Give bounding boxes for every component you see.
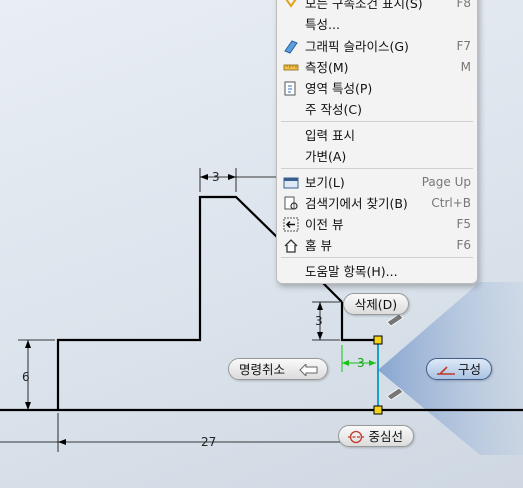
menu-item-measure[interactable]: 측정(M)M [277, 57, 477, 78]
menu-item-create-note[interactable]: 주 작성(C) [305, 102, 362, 117]
constraint-icon [285, 0, 297, 8]
menu-item-region-properties[interactable]: 영역 특성(P) [277, 78, 477, 99]
dim-right-step[interactable]: 3 [315, 314, 323, 328]
menu-separator [281, 168, 473, 169]
dimension-geometry [0, 168, 340, 452]
centerline-label: 중심선 [368, 429, 403, 444]
centerline-button[interactable]: 중심선 [338, 425, 414, 447]
dim-left-height[interactable]: 6 [22, 370, 30, 384]
view-icon [283, 177, 299, 189]
back-arrow-icon [299, 364, 318, 376]
cancel-label: 명령취소 [239, 362, 286, 377]
construction-icon [437, 366, 455, 375]
construction-button[interactable]: 구성 [426, 358, 492, 380]
menu-item-help-topics[interactable]: 도움말 항목(H)... [305, 264, 398, 279]
menu-item-show-all-constraints[interactable]: 모든 구속조건 표시(S)F8 [277, 0, 477, 14]
constraint-glyph-icon [386, 313, 404, 401]
construction-label: 구성 [457, 362, 481, 377]
menu-separator [281, 257, 473, 258]
dim-top-width[interactable]: 3 [212, 170, 220, 184]
menu-item-properties[interactable]: 특성... [305, 17, 340, 32]
context-menu: 모든 구속조건 표시(S)F8 특성... 그래픽 슬라이스(G)F7 측정(M… [276, 0, 478, 284]
centerline-icon [348, 430, 364, 444]
menu-item-view[interactable]: 보기(L)Page Up [277, 172, 477, 193]
menu-item-graphic-slice[interactable]: 그래픽 슬라이스(G)F7 [277, 36, 477, 57]
browser-find-icon [284, 196, 298, 210]
previous-view-icon [283, 217, 299, 232]
dim-bottom-length[interactable]: 27 [201, 435, 216, 449]
ruler-icon [283, 64, 299, 71]
sketch-point-top[interactable] [373, 335, 383, 345]
dim-green-width[interactable]: 3 [357, 356, 365, 370]
menu-separator [281, 121, 473, 122]
dimension-arrows [25, 174, 323, 445]
menu-item-find-in-browser[interactable]: 검색기에서 찾기(B)Ctrl+B [277, 193, 477, 214]
delete-button[interactable]: 삭제(D) [343, 293, 409, 315]
slice-icon [284, 40, 298, 54]
menu-item-adaptive[interactable]: 가변(A) [305, 149, 347, 164]
sketch-point-bottom[interactable] [373, 405, 383, 415]
home-icon [284, 239, 298, 253]
menu-item-show-input[interactable]: 입력 표시 [305, 128, 355, 143]
cancel-button[interactable]: 명령취소 [228, 358, 328, 380]
region-icon [284, 81, 296, 96]
delete-label: 삭제(D) [354, 297, 398, 312]
